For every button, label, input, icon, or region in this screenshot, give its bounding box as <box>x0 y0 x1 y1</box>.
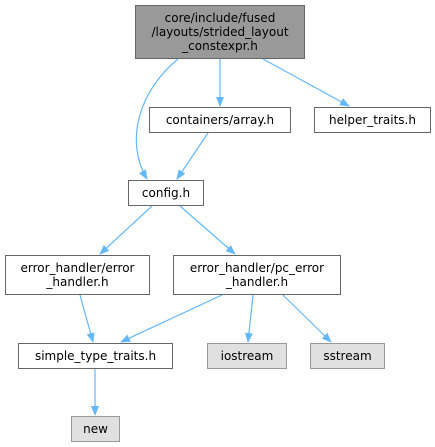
node-label-line: simple_type_traits.h <box>34 349 157 363</box>
edge-layer <box>79 58 350 416</box>
node-error-handler[interactable]: error_handler/error _handler.h <box>5 255 150 295</box>
node-label-line: core/include/fused <box>164 11 276 25</box>
node-sstream[interactable]: sstream <box>310 343 385 369</box>
edge-root-to-helper_traits <box>262 58 350 107</box>
node-label-line: new <box>83 422 108 436</box>
node-helper-traits[interactable]: helper_traits.h <box>314 107 431 133</box>
node-label-line: _constexpr.h <box>182 39 258 53</box>
node-new[interactable]: new <box>71 416 120 442</box>
node-label-line: config.h <box>141 186 191 200</box>
edge-pc_error_handler-to-iostream <box>244 294 254 343</box>
edge-pc_error_handler-to-simple_type_traits <box>120 294 223 343</box>
node-iostream[interactable]: iostream <box>207 343 287 369</box>
node-label-line: error_handler/pc_error <box>189 261 325 275</box>
node-label-line: helper_traits.h <box>329 113 416 127</box>
node-label-line: iostream <box>220 349 274 363</box>
node-config[interactable]: config.h <box>128 180 204 206</box>
node-containers-array[interactable]: containers/array.h <box>149 107 291 133</box>
node-label-line: sstream <box>323 349 372 363</box>
edge-containers_array-to-config <box>176 132 209 180</box>
edge-config-to-error_handler <box>99 205 153 255</box>
node-label-line: _handler.h <box>225 275 289 289</box>
node-label-line: _handler.h <box>46 275 109 289</box>
edge-root-to-config <box>135 58 179 180</box>
node-pc-error-handler[interactable]: error_handler/pc_error _handler.h <box>173 255 341 295</box>
node-root-strided-layout-constexpr[interactable]: core/include/fused /layouts/strided_layo… <box>135 5 305 59</box>
node-label-line: containers/array.h <box>165 113 275 127</box>
node-simple-type-traits[interactable]: simple_type_traits.h <box>18 343 173 369</box>
edge-pc_error_handler-to-sstream <box>282 294 332 343</box>
node-label-line: error_handler/error <box>20 261 135 275</box>
node-label-line: /layouts/strided_layout <box>151 25 289 39</box>
edge-error_handler-to-simple_type_traits <box>79 294 95 343</box>
edge-config-to-pc_error_handler <box>179 205 236 255</box>
